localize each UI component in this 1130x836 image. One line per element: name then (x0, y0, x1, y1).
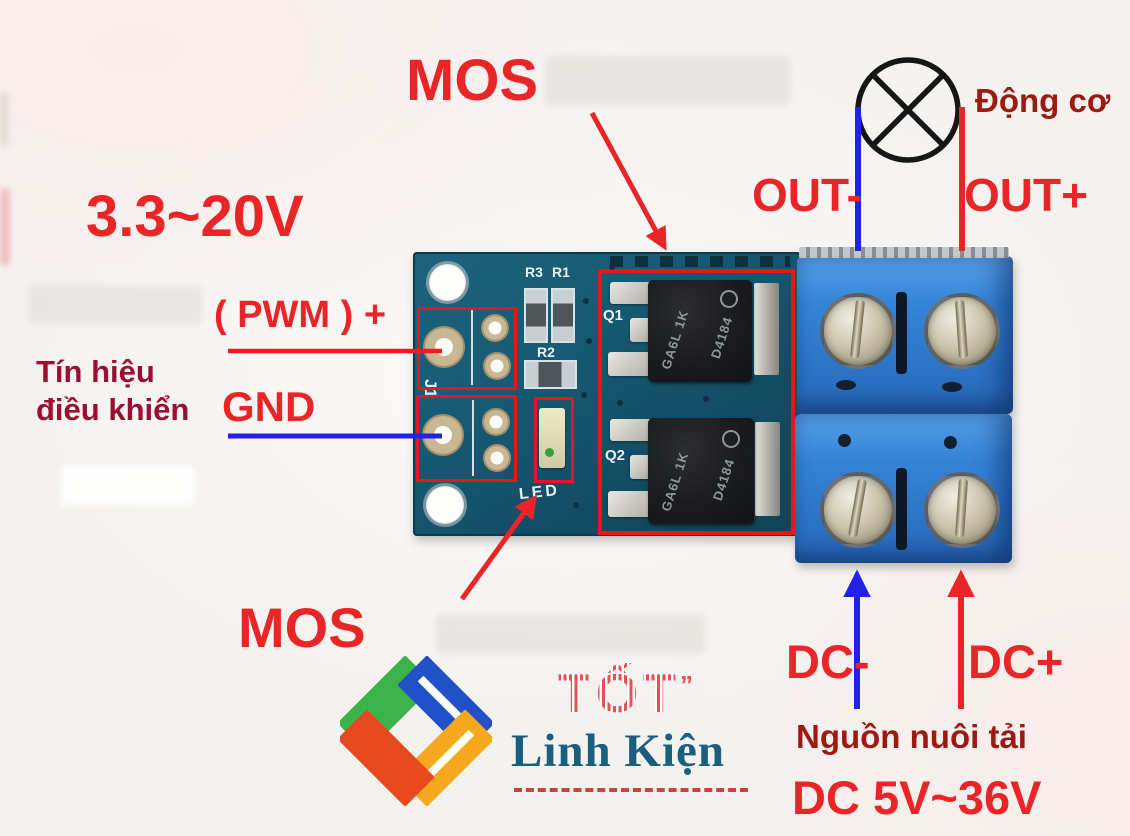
watermark-smudge (436, 614, 706, 654)
terminal-serrated-edge (799, 247, 1009, 258)
resistor-r1 (551, 288, 575, 343)
brand-name: TỐT (558, 662, 680, 724)
wire-entry-hole (838, 434, 851, 447)
via-dot (581, 392, 587, 398)
header-pad-small (482, 408, 510, 436)
mosfet-q2: GA6L 1K D4184 (648, 418, 754, 524)
motor-lamp-icon-cross (870, 72, 946, 148)
led-component (539, 408, 565, 468)
watermark-smudge (60, 466, 195, 506)
out-minus-label: OUT- (752, 169, 862, 221)
brand-dashed-underline (514, 788, 748, 792)
silkscreen-line (471, 309, 473, 385)
terminal-divider-slot (896, 468, 907, 550)
brand-prime-mark: ” (679, 670, 693, 700)
wire-entry-hole (836, 380, 856, 390)
watermark-smudge (0, 188, 10, 266)
watermark-smudge (28, 286, 203, 324)
mos-bottom-arrow (459, 494, 538, 601)
via-dot (703, 396, 709, 402)
silkscreen-line (472, 400, 474, 476)
mosfet-q1: GA6L 1K D4184 (648, 280, 752, 382)
solder-blob (610, 282, 656, 304)
via-dot (586, 338, 592, 344)
load-voltage-label: DC 5V~36V (792, 771, 1042, 824)
header-pad-small (483, 444, 511, 472)
via-dot (573, 502, 579, 508)
brand-wordmark: TỐT” (558, 666, 693, 721)
header-pad-small (481, 314, 509, 342)
mosfet-gate-pin (630, 455, 652, 479)
solder-pad-strip (610, 256, 790, 267)
dc-minus-screw (820, 472, 896, 548)
control-signal-label-line1: Tín hiệu (36, 354, 155, 389)
silkscreen-q2-label: Q2 (605, 447, 626, 464)
dc-plus-screw (924, 472, 1000, 548)
mos-bottom-label: MOS (238, 596, 366, 659)
dc-minus-label: DC- (786, 635, 870, 688)
pwm-pad-large (423, 326, 465, 368)
via-dot (583, 298, 589, 304)
mosfet-drain-tab (754, 283, 779, 375)
out-minus-screw (820, 293, 896, 369)
header-pad-small (483, 352, 511, 380)
pcb-module: J1 R3 R1 R2 LED Q1 GA6L 1K D4184 Q2 (413, 252, 801, 536)
mosfet-highlight-box (598, 269, 795, 535)
mounting-hole (426, 486, 464, 524)
watermark-smudge (545, 56, 790, 106)
control-signal-label-line2: điều khiển (36, 392, 190, 427)
watermark-smudge (0, 92, 8, 147)
signal-voltage-label: 3.3~20V (86, 184, 304, 249)
dc-plus-label: DC+ (968, 635, 1064, 688)
gnd-label: GND (222, 383, 316, 430)
silkscreen-r3-label: R3 (525, 264, 543, 280)
terminal-divider-slot (896, 292, 907, 374)
solder-blob (610, 419, 658, 441)
resistor-r3 (524, 288, 548, 343)
silkscreen-q1-label: Q1 (603, 307, 624, 324)
via-dot (617, 400, 623, 406)
mosfet-gate-pin (630, 318, 652, 342)
pwm-label: ( PWM ) + (214, 294, 387, 336)
load-power-label: Nguồn nuôi tải (796, 718, 1027, 755)
pwm-pin-highlight-box (417, 307, 517, 390)
via-dot (609, 264, 615, 270)
wire-entry-hole (942, 382, 962, 392)
out-plus-screw (924, 293, 1000, 369)
resistor-r2 (524, 360, 577, 389)
mos-top-arrow (589, 111, 667, 251)
brand-subtitle: Linh Kiện (511, 725, 726, 777)
pinwheel-orange (340, 710, 434, 806)
mounting-hole (429, 264, 466, 301)
out-plus-label: OUT+ (964, 169, 1088, 221)
led-die (545, 448, 554, 457)
motor-label: Động cơ (975, 82, 1111, 119)
mos-top-label: MOS (406, 48, 539, 113)
mosfet-drain-tab (755, 422, 780, 516)
brand-pinwheel-icon (340, 656, 492, 806)
silkscreen-r2-label: R2 (537, 344, 555, 360)
wire-entry-hole (944, 436, 957, 449)
silkscreen-r1-label: R1 (552, 264, 570, 280)
led-highlight-box (534, 397, 574, 483)
pinwheel-yellow-stripe (417, 729, 475, 787)
